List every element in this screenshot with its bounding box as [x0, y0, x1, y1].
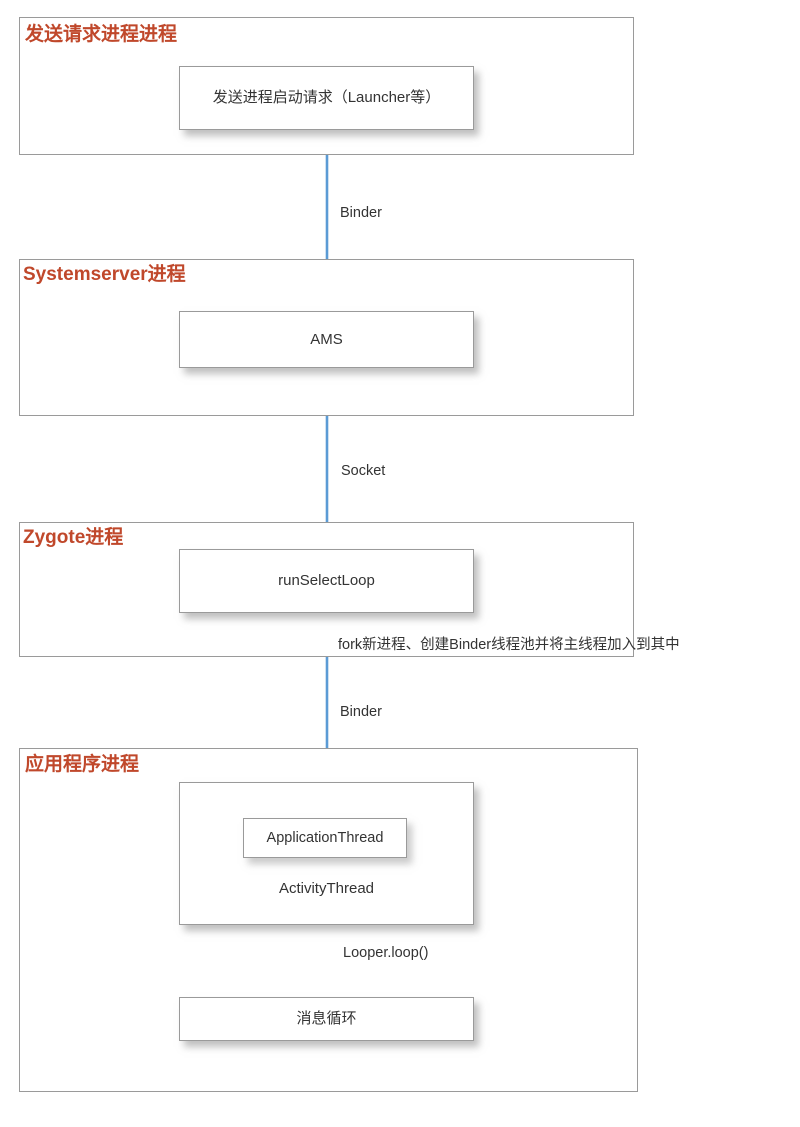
node-ams[interactable]: AMS: [179, 311, 474, 368]
edge-label-looper: Looper.loop(): [343, 945, 429, 961]
node-run-select-loop[interactable]: runSelectLoop: [179, 549, 474, 613]
edge-label-binder-2: Binder: [340, 704, 382, 720]
edge-label-socket: Socket: [341, 463, 386, 479]
node-message-loop[interactable]: 消息循环: [179, 997, 474, 1041]
node-message-loop-label: 消息循环: [296, 1010, 357, 1027]
edge-label-binder-1: Binder: [340, 205, 382, 221]
node-application-thread-label: ApplicationThread: [266, 830, 384, 846]
edge-label-fork: fork新进程、创建Binder线程池并将主线程加入到其中: [338, 637, 680, 653]
group-title-zygote-process: Zygote进程: [23, 527, 124, 548]
node-activity-thread-label: ActivityThread: [278, 880, 375, 897]
node-send-request-label: 发送进程启动请求（Launcher等）: [212, 89, 441, 106]
node-send-request[interactable]: 发送进程启动请求（Launcher等）: [179, 66, 474, 130]
node-application-thread[interactable]: ApplicationThread: [243, 818, 407, 858]
group-title-systemserver-process: Systemserver进程: [23, 264, 186, 285]
node-run-select-loop-label: runSelectLoop: [278, 572, 375, 589]
node-ams-label: AMS: [310, 330, 343, 348]
group-title-application-process: 应用程序进程: [25, 754, 140, 775]
group-title-request-process: 发送请求进程进程: [25, 24, 178, 45]
